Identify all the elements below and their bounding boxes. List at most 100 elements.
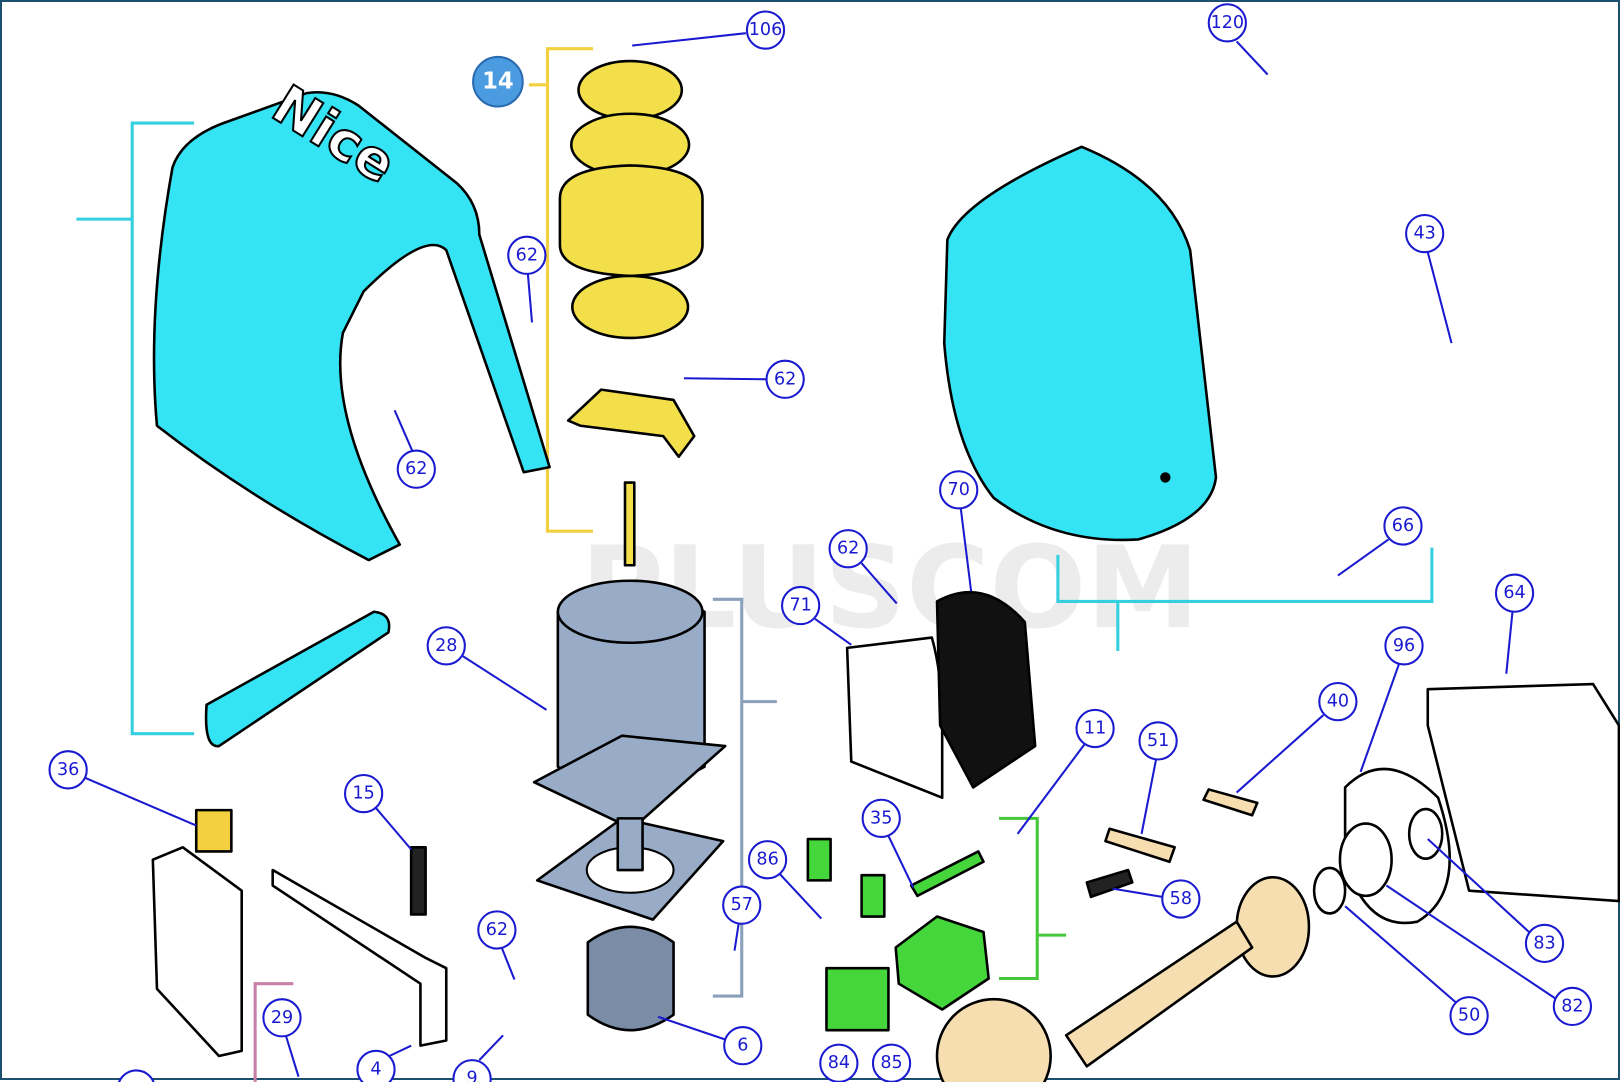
screw-58: [1085, 868, 1134, 899]
callout-9[interactable]: 9: [452, 1034, 504, 1082]
svg-text:85: 85: [880, 1053, 902, 1073]
pinion-gear: [935, 997, 1052, 1082]
right-cover-bracket: [1056, 547, 1434, 651]
svg-text:62: 62: [774, 369, 796, 389]
callout-57[interactable]: 57: [722, 885, 762, 951]
callouts: 106 120 43 62 62 62 70 66 62 71 64 96 28…: [48, 3, 1593, 1082]
svg-text:120: 120: [1211, 13, 1245, 33]
cover-hole: [1160, 472, 1171, 483]
callout-11[interactable]: 11: [1016, 708, 1115, 835]
group-badge[interactable]: [472, 55, 524, 108]
callout-64[interactable]: 64: [1494, 573, 1535, 674]
callout-96[interactable]: 96: [1359, 626, 1424, 773]
svg-text:62: 62: [516, 245, 538, 265]
bracket-29: [253, 982, 294, 1082]
callout-84[interactable]: 84: [819, 1043, 859, 1082]
svg-text:62: 62: [837, 539, 859, 559]
pulley-group-bracket: [528, 47, 593, 533]
bearing-82: [1338, 822, 1393, 898]
left-cover: [152, 91, 551, 562]
svg-text:15: 15: [352, 784, 374, 804]
callout-86[interactable]: 86: [747, 840, 823, 920]
board-group-bracket: [999, 816, 1067, 981]
svg-text:35: 35: [870, 808, 892, 828]
part-36: [194, 808, 233, 853]
cover-strip: [204, 610, 391, 748]
output-shaft: [1064, 920, 1254, 1068]
callout-62[interactable]: 62: [507, 235, 547, 323]
pin-40: [1202, 788, 1259, 817]
svg-text:62: 62: [405, 459, 427, 479]
relay: [860, 873, 886, 918]
svg-text:82: 82: [1561, 996, 1583, 1016]
o-ring-96: [1343, 767, 1452, 925]
right-cover: [942, 145, 1218, 542]
callout-70[interactable]: 70: [939, 470, 979, 592]
svg-text:84: 84: [828, 1053, 850, 1073]
worm-gear: [586, 925, 675, 1032]
svg-text:9: 9: [467, 1069, 478, 1082]
grille: [845, 636, 944, 799]
callout-120[interactable]: 120: [1207, 3, 1269, 76]
callout-15[interactable]: 15: [343, 773, 412, 851]
callout-62[interactable]: 62: [683, 359, 805, 399]
svg-text:86: 86: [756, 850, 778, 870]
callout-4[interactable]: 4: [356, 1044, 412, 1082]
svg-text:62: 62: [486, 920, 508, 940]
callout-62[interactable]: 62: [393, 409, 436, 489]
callout-43[interactable]: 43: [1405, 213, 1453, 344]
svg-text:64: 64: [1503, 583, 1525, 603]
callout-40[interactable]: 40: [1235, 681, 1358, 794]
release-lever: [271, 868, 448, 1047]
pulley-bracket: [566, 388, 696, 459]
seal-83: [1407, 807, 1444, 860]
svg-text:83: 83: [1533, 933, 1555, 953]
screw-15: [409, 846, 427, 916]
callout-51[interactable]: 51: [1138, 721, 1178, 835]
svg-text:11: 11: [1084, 718, 1106, 738]
bracket-plate: [151, 846, 243, 1058]
callout-106[interactable]: 106: [632, 10, 786, 50]
svg-text:28: 28: [435, 636, 457, 656]
key-51: [1104, 827, 1176, 864]
svg-text:71: 71: [789, 596, 811, 616]
svg-text:58: 58: [1170, 889, 1192, 909]
svg-text:43: 43: [1414, 224, 1436, 244]
callout-29[interactable]: 29: [262, 998, 302, 1077]
motor-group-bracket: [712, 597, 777, 998]
callout-58[interactable]: 58: [1112, 879, 1201, 919]
cover-plate: [935, 590, 1037, 789]
gearbox-flange: [1426, 682, 1620, 903]
svg-text:57: 57: [731, 895, 753, 915]
svg-text:70: 70: [948, 480, 970, 500]
callout-35[interactable]: 35: [861, 798, 915, 889]
callout-82[interactable]: 82: [1385, 884, 1593, 1027]
control-board: [894, 915, 990, 1011]
callout-62[interactable]: 62: [477, 910, 517, 980]
callout-83[interactable]: 83: [1427, 838, 1565, 964]
svg-text:4: 4: [370, 1059, 381, 1079]
group-badge-label: 14: [482, 69, 514, 95]
svg-text:36: 36: [57, 760, 79, 780]
connector-block: [825, 966, 890, 1032]
shaft: [623, 481, 636, 567]
svg-text:40: 40: [1327, 692, 1349, 712]
callout-36[interactable]: 36: [48, 750, 197, 827]
callout-28[interactable]: 28: [426, 626, 548, 711]
callout-partial[interactable]: [118, 1069, 155, 1082]
callout-62[interactable]: 62: [828, 529, 898, 605]
callout-66[interactable]: 66: [1337, 506, 1423, 577]
motor: [532, 579, 727, 1032]
cover-group-bracket: [76, 121, 195, 736]
callout-85[interactable]: 85: [871, 1043, 912, 1082]
svg-text:96: 96: [1393, 636, 1415, 656]
relay: [806, 837, 832, 882]
svg-text:50: 50: [1458, 1006, 1480, 1026]
pulley-stack: [558, 59, 704, 567]
svg-text:29: 29: [271, 1008, 293, 1028]
callout-6[interactable]: 6: [657, 1015, 763, 1066]
callout-50[interactable]: 50: [1344, 905, 1489, 1036]
callout-71[interactable]: 71: [781, 585, 852, 646]
